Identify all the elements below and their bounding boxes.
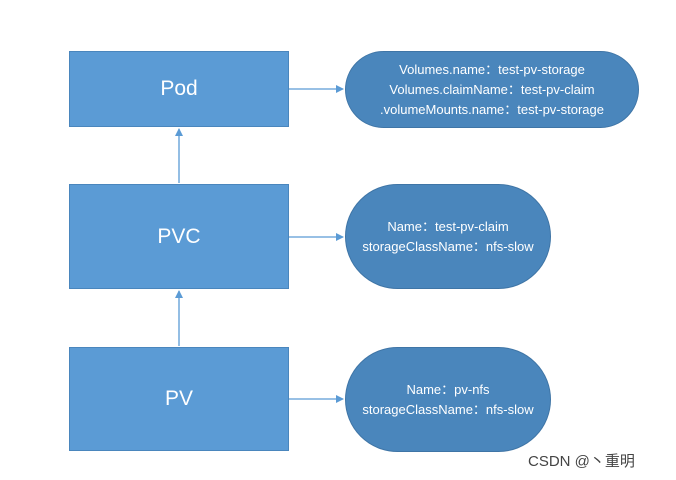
- pv-node-label: PV: [164, 387, 193, 410]
- pod-detail-line: Volumes.name：test-pv-storage: [399, 61, 585, 77]
- pvc-node: PVC: [69, 184, 289, 289]
- pod-node: Pod: [69, 51, 289, 127]
- pod-detail-line: .volumeMounts.name：test-pv-storage: [380, 101, 604, 117]
- pvc-detail-line: storageClassName：nfs-slow: [362, 238, 534, 254]
- pv-details: Name：pv-nfs storageClassName：nfs-slow: [345, 347, 551, 452]
- pod-detail-line: Volumes.claimName：test-pv-claim: [389, 81, 595, 97]
- pvc-detail-line: Name：test-pv-claim: [387, 218, 509, 234]
- pvc-details: Name：test-pv-claim storageClassName：nfs-…: [345, 184, 551, 289]
- watermark: CSDN @丶重明: [528, 453, 635, 470]
- pv-detail-line: storageClassName：nfs-slow: [362, 401, 534, 417]
- pvc-node-label: PVC: [157, 224, 201, 248]
- pv-node: PV: [69, 347, 289, 451]
- pod-node-label: Pod: [160, 77, 198, 100]
- pv-detail-line: Name：pv-nfs: [406, 381, 490, 397]
- pod-details: Volumes.name：test-pv-storage Volumes.cla…: [345, 51, 639, 128]
